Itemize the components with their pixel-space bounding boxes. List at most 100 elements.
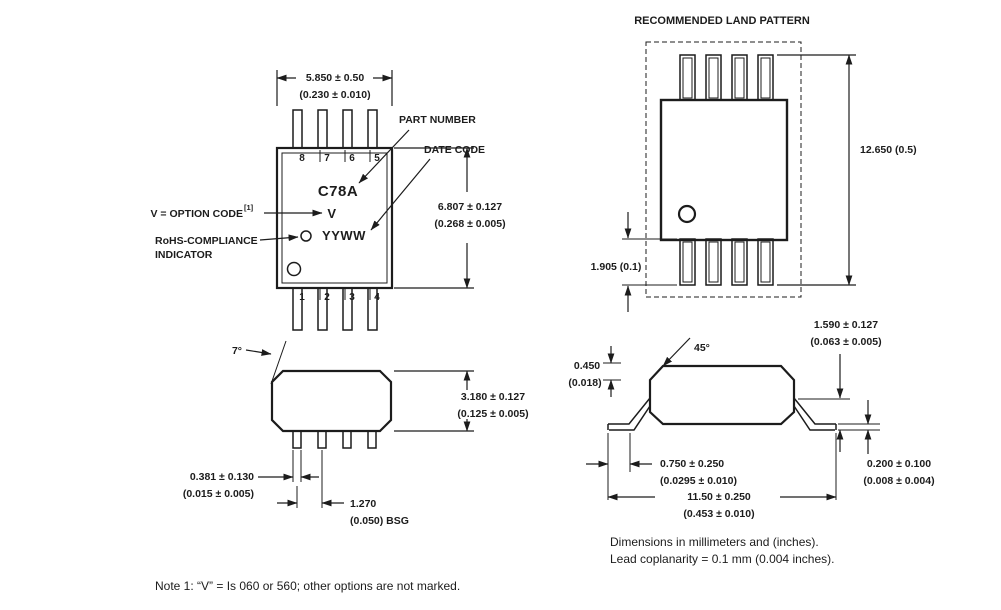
- rohs-label-line2: INDICATOR: [155, 249, 213, 261]
- right-lead-outer: [793, 397, 836, 425]
- package-body-inner-outline: [281, 152, 388, 284]
- pin1-indicator-circle: [286, 261, 302, 277]
- profile-leads: [607, 397, 837, 431]
- pin-number: 7: [324, 153, 330, 164]
- pin-lead: [292, 109, 303, 149]
- land-pad: [757, 54, 774, 102]
- side-view: 7° 3.180 ± 0.127 (0.125 ± 0.005) 0.381 ±…: [183, 340, 529, 527]
- pin-lead: [367, 109, 378, 149]
- dim-standoff-mm: 0.450: [574, 360, 600, 372]
- dim-overall-width-in: (0.453 ± 0.010): [683, 508, 754, 520]
- dim-standoff-in: (0.018): [568, 377, 601, 389]
- side-view-body: [270, 369, 393, 433]
- land-pads-top: [679, 54, 774, 102]
- dim-land-pad-length: 1.905 (0.1): [591, 261, 642, 273]
- land-pads-bottom: [679, 238, 774, 286]
- land-pattern: RECOMMENDED LAND PATTERN 12.650 (0.5): [591, 15, 917, 312]
- land-pad: [731, 238, 748, 286]
- lead-stub: [367, 430, 377, 449]
- land-pattern-boundary: [645, 41, 802, 298]
- dim-side-height-mm: 3.180 ± 0.127: [461, 391, 525, 403]
- dim-chamfer-angle: 45°: [694, 342, 710, 354]
- side-view-height-dimension: 3.180 ± 0.127 (0.125 ± 0.005): [394, 370, 529, 432]
- lead-width-dimension: 0.381 ± 0.130 (0.015 ± 0.005): [183, 450, 319, 500]
- dim-draft-angle: 7°: [232, 345, 242, 357]
- callout-part-number: PART NUMBER: [358, 114, 476, 184]
- land-pad: [679, 238, 696, 286]
- notes: Dimensions in millimeters and (inches). …: [155, 535, 834, 593]
- marking-date-code: YYWW: [322, 228, 366, 243]
- marking-part-number: C78A: [318, 183, 358, 200]
- lead-stub: [317, 430, 327, 449]
- pin-number: 2: [324, 292, 330, 303]
- pin-number: 6: [349, 153, 355, 164]
- left-lead-inner: [609, 405, 651, 431]
- dim-top-width-in: (0.230 ± 0.010): [299, 89, 370, 101]
- dim-overall-width-mm: 11.50 ± 0.250: [687, 491, 751, 503]
- marking-option-code: V: [327, 206, 336, 221]
- rohs-indicator-circle: [300, 230, 312, 242]
- left-lead-outer: [608, 397, 651, 425]
- lead-thickness-dimension: 0.200 ± 0.100 (0.008 ± 0.004): [838, 400, 935, 487]
- pin-numbers-top: 8 7 6 5: [299, 150, 380, 164]
- foot-length-dimension: 0.750 ± 0.250 (0.0295 ± 0.010): [586, 433, 737, 500]
- lead-stub: [342, 430, 352, 449]
- top-view-width-dimension: 5.850 ± 0.50 (0.230 ± 0.010): [276, 70, 393, 106]
- pin-number: 8: [299, 153, 305, 164]
- units-note-line2: Lead coplanarity = 0.1 mm (0.004 inches)…: [610, 552, 834, 566]
- land-pattern-length-dimension: 12.650 (0.5): [777, 54, 917, 286]
- standoff-dimension: 0.450 (0.018): [568, 346, 621, 397]
- option-code-note: Note 1: “V” = Is 060 or 560; other optio…: [155, 579, 460, 593]
- dim-lead-width-mm: 0.381 ± 0.130: [190, 471, 254, 483]
- land-pad: [679, 54, 696, 102]
- rohs-label-line1: RoHS-COMPLIANCE: [155, 235, 258, 247]
- option-code-note-ref: [1]: [244, 203, 254, 212]
- dim-lead-thickness-mm: 0.200 ± 0.100: [867, 458, 931, 470]
- land-pad: [731, 54, 748, 102]
- part-number-label: PART NUMBER: [399, 114, 476, 126]
- pin-lead: [317, 109, 328, 149]
- pin-number: 3: [349, 292, 355, 303]
- side-view-leads: [292, 430, 377, 449]
- dim-body-length-in: (0.268 ± 0.005): [434, 218, 505, 230]
- package-markings: C78A V YYWW: [286, 183, 366, 277]
- dim-body-length-mm: 6.807 ± 0.127: [438, 201, 502, 213]
- dim-side-height-in: (0.125 ± 0.005): [457, 408, 528, 420]
- dim-lead-width-in: (0.015 ± 0.005): [183, 488, 254, 500]
- dim-foot-length-mm: 0.750 ± 0.250: [660, 458, 724, 470]
- draft-angle-dimension: 7°: [232, 340, 287, 385]
- pin-lead: [342, 109, 353, 149]
- chamfer-angle-dimension: 45°: [662, 337, 710, 367]
- top-pins: [292, 109, 378, 149]
- dim-lead-height-mm: 1.590 ± 0.127: [814, 319, 878, 331]
- bottom-pins: [292, 287, 378, 331]
- callout-option-code: V = OPTION CODE [1]: [151, 203, 323, 220]
- profile-view: 45° 0.450 (0.018) 1.590 ± 0.127 (0.063 ±…: [568, 319, 934, 520]
- dim-lead-height-in: (0.063 ± 0.005): [810, 336, 881, 348]
- land-pad: [705, 54, 722, 102]
- pin-number: 4: [374, 292, 380, 303]
- top-view: 5.850 ± 0.50 (0.230 ± 0.010) 8 7 6: [151, 70, 506, 331]
- land-pad: [757, 238, 774, 286]
- dim-foot-length-in: (0.0295 ± 0.010): [660, 475, 737, 487]
- dim-land-overall-length: 12.650 (0.5): [860, 144, 917, 156]
- land-pattern-pad-dimension: 1.905 (0.1): [591, 212, 677, 312]
- option-code-label: V = OPTION CODE: [151, 208, 243, 220]
- lead-height-dimension: 1.590 ± 0.127 (0.063 ± 0.005): [798, 319, 882, 452]
- dim-top-width-mm: 5.850 ± 0.50: [306, 72, 364, 84]
- dim-lead-pitch-in: (0.050) BSG: [350, 515, 409, 527]
- top-view-length-dimension: 6.807 ± 0.127 (0.268 ± 0.005): [394, 147, 506, 289]
- pin-number: 1: [299, 292, 305, 303]
- callout-rohs: RoHS-COMPLIANCE INDICATOR: [155, 234, 299, 261]
- profile-body: [648, 364, 796, 426]
- pin-numbers-bottom: 1 2 3 4: [299, 288, 380, 303]
- dim-lead-pitch-mm: 1.270: [350, 498, 376, 510]
- units-note-line1: Dimensions in millimeters and (inches).: [610, 535, 819, 549]
- date-code-label: DATE CODE: [424, 144, 485, 156]
- dim-lead-thickness-in: (0.008 ± 0.004): [863, 475, 934, 487]
- lead-pitch-dimension: 1.270 (0.050) BSG: [277, 450, 409, 527]
- land-pattern-pin1-circle: [677, 204, 697, 224]
- land-pattern-title: RECOMMENDED LAND PATTERN: [634, 15, 810, 27]
